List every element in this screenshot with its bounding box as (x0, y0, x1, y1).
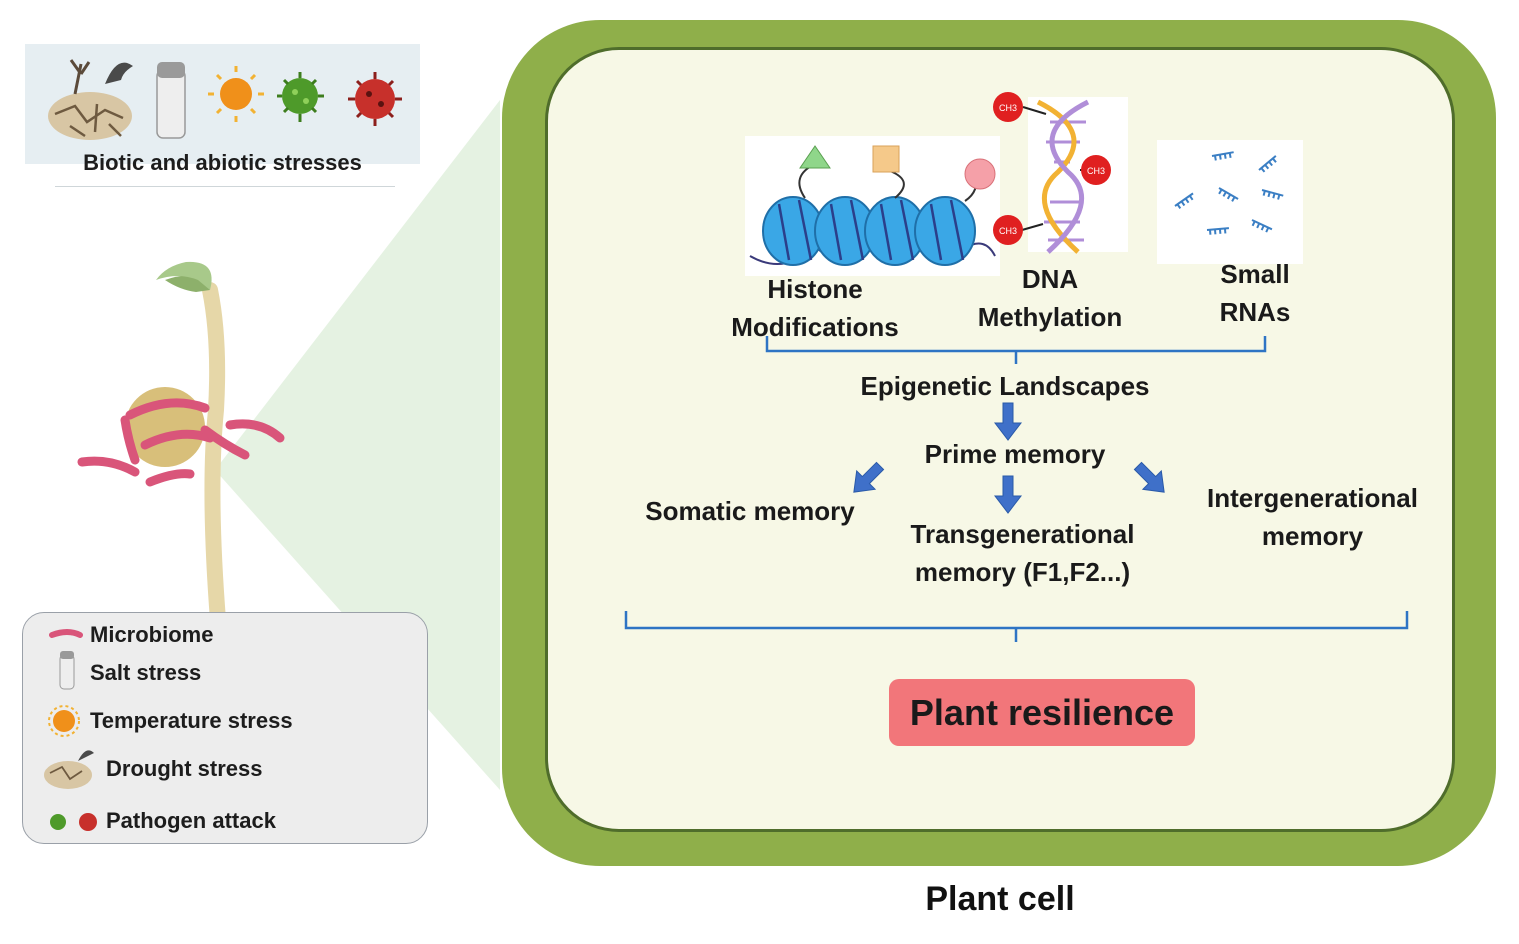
transgenerational-label: Transgenerational memory (F1,F2...) (890, 515, 1155, 591)
sun-icon (48, 705, 80, 737)
methyl-tag: CH3 (999, 226, 1017, 236)
histone-label-line1: Histone (767, 274, 863, 304)
stress-icons (48, 59, 402, 140)
methyl-tag: CH3 (1087, 166, 1105, 176)
sun-icon (208, 66, 264, 122)
rna-label-line2: RNAs (1219, 297, 1291, 327)
salt-shaker-icon (59, 651, 75, 690)
legend-icons (44, 629, 97, 831)
red-pathogen-icon (348, 72, 402, 126)
histone-illustration (745, 136, 1000, 276)
intergenerational-label: Intergenerational memory (1185, 479, 1440, 555)
small-rna-illustration (1157, 140, 1303, 264)
dna-label: DNA Methylation (950, 260, 1150, 336)
legend-box (22, 612, 428, 844)
microbiome-icon (49, 629, 83, 638)
arrow-down-left-icon (853, 461, 885, 493)
plant-resilience-box: Plant resilience (889, 679, 1195, 746)
arrow-down-right-icon (1133, 461, 1165, 493)
rna-label-line1: Small (1220, 259, 1290, 289)
histone-label-line2: Modifications (731, 312, 899, 342)
histone-label: Histone Modifications (715, 270, 915, 346)
circle-mark-icon (964, 158, 996, 190)
intergenerational-line2: memory (1261, 521, 1364, 551)
transgenerational-line2: memory (F1,F2...) (914, 557, 1131, 587)
methyl-group-icon (993, 215, 1044, 245)
legend-label-microbiome: Microbiome (90, 622, 214, 647)
stress-caption: Biotic and abiotic stresses (83, 150, 362, 175)
methyl-group-icon (993, 92, 1047, 122)
dna-label-line1: DNA (1021, 264, 1079, 294)
epigenetic-label: Epigenetic Landscapes (860, 371, 1150, 401)
rna-label: Small RNAs (1185, 255, 1325, 331)
plant-cell-label: Plant cell (925, 880, 1075, 918)
seedling-illustration (77, 261, 285, 628)
pathogen-icon (50, 813, 97, 831)
dna-label-line2: Methylation (977, 302, 1123, 332)
arrow-down-icon (993, 475, 1023, 514)
legend-label-pathogen: Pathogen attack (106, 808, 276, 833)
methyl-tag: CH3 (999, 103, 1017, 113)
triangle-mark-icon (799, 145, 831, 169)
cracked-soil-icon (48, 59, 133, 140)
intergenerational-line1: Intergenerational (1207, 483, 1418, 513)
somatic-memory-label: Somatic memory (645, 496, 855, 526)
square-mark-icon (872, 145, 900, 173)
cracked-soil-icon (44, 750, 94, 789)
salt-shaker-icon (156, 62, 186, 139)
legend-label-temperature: Temperature stress (90, 708, 293, 733)
legend-label-salt: Salt stress (90, 660, 202, 685)
transgenerational-line1: Transgenerational (910, 519, 1135, 549)
prime-memory-label: Prime memory (924, 439, 1106, 469)
microbiome-icon (77, 398, 285, 487)
methyl-group-icon (1080, 155, 1111, 185)
caption-divider (55, 186, 395, 187)
legend-label-drought: Drought stress (106, 756, 263, 781)
arrow-down-icon (993, 402, 1023, 441)
dna-methylation-illustration: CH3 CH3 CH3 (993, 92, 1128, 254)
green-pathogen-icon (277, 72, 324, 122)
